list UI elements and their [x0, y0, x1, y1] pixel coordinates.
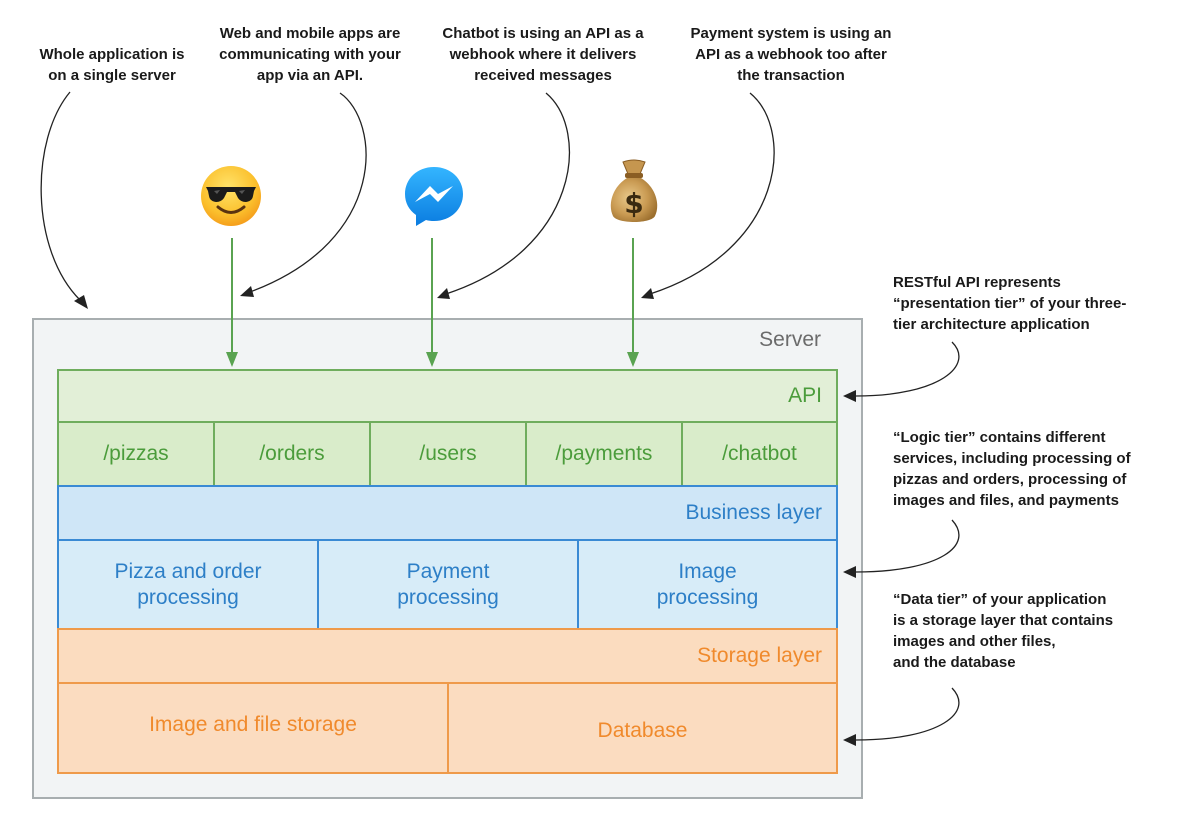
callout-chatbot-head — [437, 288, 450, 299]
note-single-server: Whole application is on a single server — [22, 44, 202, 86]
note-line: Chatbot is using an API as a — [442, 25, 644, 42]
note-line: Payment system is using an — [690, 25, 892, 42]
service-label: Image processing — [657, 559, 759, 611]
endpoint-label: /pizzas — [103, 442, 169, 465]
note-line: API as a webhook too after — [695, 46, 887, 63]
money-bag-icon: $ — [610, 159, 658, 222]
arrowhead-web — [226, 352, 238, 367]
api-layer: API — [57, 369, 838, 423]
note-line: images and files, and payments — [893, 492, 1119, 509]
note-line: is a storage layer that contains — [893, 612, 1114, 629]
note-line: the transaction — [737, 67, 845, 84]
callout-data-head — [843, 734, 856, 746]
business-layer: Business layer — [57, 485, 838, 541]
note-line: app via an API. — [256, 67, 364, 84]
note-line: and the database — [893, 654, 1016, 671]
callout-payment — [649, 92, 775, 295]
callout-web-mobile — [249, 92, 367, 293]
server-label: Server — [759, 328, 821, 351]
service-label-line: Pizza and order — [114, 559, 262, 583]
endpoint-label: /orders — [259, 442, 325, 465]
callout-logic-head — [843, 566, 856, 578]
note-line: services, including processing of — [893, 450, 1131, 467]
service-pizza-order: Pizza and order processing — [57, 539, 319, 630]
service-label-line: Payment — [406, 559, 490, 583]
note-line: “Logic tier” contains different — [893, 429, 1106, 446]
callout-data — [855, 687, 960, 741]
callout-presentation — [855, 341, 960, 397]
note-logic-tier: “Logic tier” contains different services… — [893, 427, 1131, 511]
storage-item-label: Image and file storage — [149, 713, 357, 736]
sunglasses-emoji-icon — [201, 166, 261, 226]
callout-chatbot — [445, 92, 571, 295]
arrowhead-payment — [627, 352, 639, 367]
note-presentation-tier: RESTful API represents “presentation tie… — [893, 272, 1126, 335]
callout-single-server — [40, 91, 81, 301]
service-image: Image processing — [577, 539, 838, 630]
storage-layer: Storage layer — [57, 628, 838, 684]
service-label-line: processing — [656, 585, 759, 609]
note-line: “Data tier” of your application — [893, 591, 1107, 608]
note-web-mobile: Web and mobile apps are communicating wi… — [200, 23, 420, 86]
note-data-tier: “Data tier” of your application is a sto… — [893, 589, 1113, 673]
endpoint-pizzas: /pizzas — [57, 421, 215, 487]
storage-database: Database — [447, 682, 838, 774]
note-payment: Payment system is using an API as a webh… — [678, 23, 904, 86]
endpoint-chatbot: /chatbot — [681, 421, 838, 487]
note-line: “presentation tier” of your three- — [893, 295, 1127, 312]
note-line: images and other files, — [893, 633, 1056, 650]
callout-logic — [855, 519, 960, 573]
note-chatbot: Chatbot is using an API as a webhook whe… — [428, 23, 658, 86]
endpoint-label: /payments — [555, 442, 653, 465]
service-label-line: Image — [678, 559, 737, 583]
endpoint-label: /users — [419, 442, 477, 465]
note-line: received messages — [474, 67, 612, 84]
note-line: on a single server — [48, 67, 176, 84]
callout-single-server-head — [74, 295, 88, 309]
messenger-icon — [405, 167, 463, 226]
note-line: communicating with your — [219, 46, 401, 63]
endpoint-label: /chatbot — [722, 442, 797, 465]
service-label: Pizza and order processing — [114, 559, 261, 611]
note-line: tier architecture application — [893, 316, 1090, 333]
arrowhead-chatbot — [426, 352, 438, 367]
endpoint-orders: /orders — [213, 421, 371, 487]
callout-web-mobile-head — [240, 286, 254, 297]
api-label: API — [788, 384, 822, 407]
service-label: Payment processing — [397, 559, 499, 611]
service-label-line: processing — [397, 585, 499, 609]
note-line: Whole application is — [39, 46, 185, 63]
service-label-line: processing — [137, 585, 239, 609]
note-line: Web and mobile apps are — [219, 25, 401, 42]
callout-presentation-head — [843, 390, 856, 402]
note-line: pizzas and orders, processing of — [893, 471, 1127, 488]
business-label: Business layer — [685, 501, 822, 524]
note-line: webhook where it delivers — [449, 46, 637, 63]
storage-files: Image and file storage — [57, 682, 449, 774]
storage-label: Storage layer — [697, 644, 822, 667]
note-line: RESTful API represents — [893, 274, 1061, 291]
storage-item-label: Database — [597, 719, 688, 742]
svg-text:$: $ — [624, 187, 643, 220]
callout-payment-head — [641, 288, 654, 299]
